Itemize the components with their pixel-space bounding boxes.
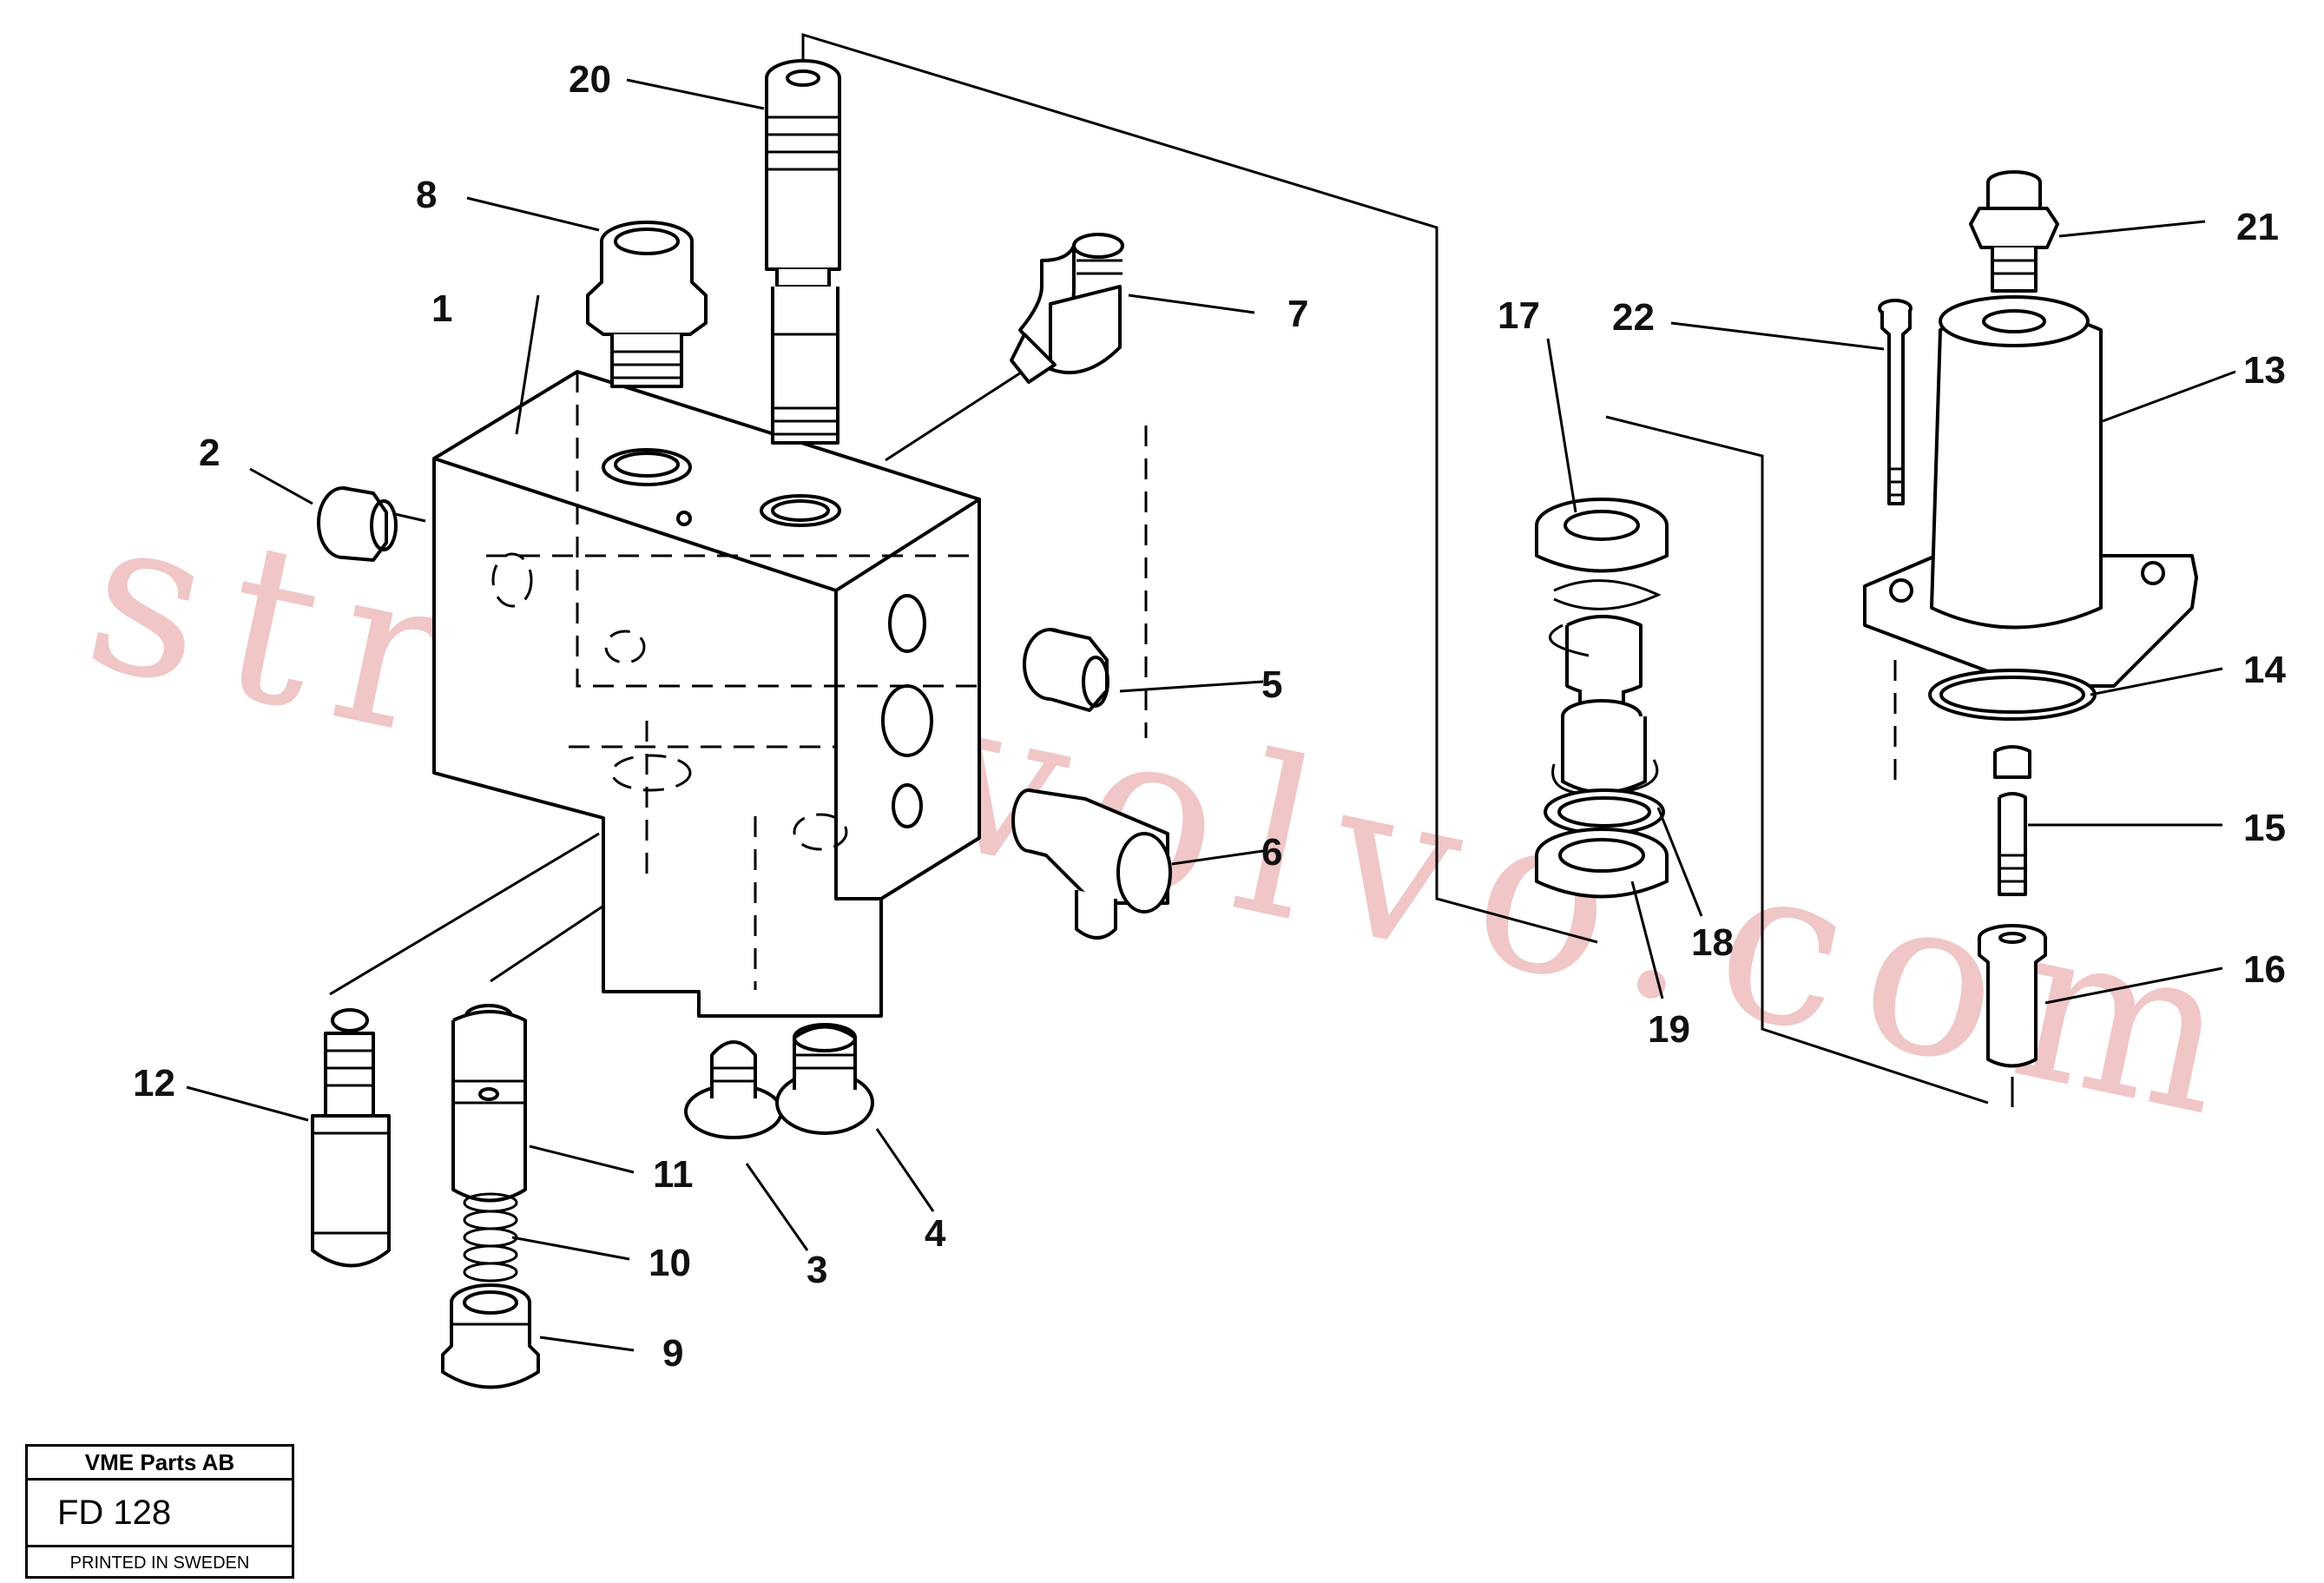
valve-block <box>432 370 981 1018</box>
callout-3: 3 <box>806 1249 827 1291</box>
callout-4: 4 <box>925 1212 946 1255</box>
callout-5: 5 <box>1261 663 1282 706</box>
seal-19 <box>1535 828 1669 899</box>
callout-10: 10 <box>648 1242 691 1284</box>
screw-22 <box>1878 299 1913 505</box>
callout-17: 17 <box>1498 294 1540 337</box>
sleeve-16 <box>1978 924 2047 1068</box>
callout-14: 14 <box>2243 649 2286 691</box>
callout-19: 19 <box>1648 1008 1690 1051</box>
o-ring-14 <box>1928 669 2097 721</box>
pin-15 <box>1993 745 2031 896</box>
callout-21: 21 <box>2236 206 2279 248</box>
spool-assembly <box>1549 579 1662 796</box>
callout-15: 15 <box>2243 807 2286 849</box>
callout-22: 22 <box>1612 296 1655 339</box>
printed-note: PRINTED IN SWEDEN <box>69 1553 250 1573</box>
callout-20: 20 <box>569 58 611 101</box>
callout-9: 9 <box>662 1332 683 1375</box>
housing-13 <box>1863 295 2198 688</box>
callout-6: 6 <box>1261 831 1282 874</box>
plug-5 <box>1023 628 1109 712</box>
callout-11: 11 <box>653 1153 694 1196</box>
callout-13: 13 <box>2243 349 2286 392</box>
callout-18: 18 <box>1691 921 1734 964</box>
ring-18 <box>1544 788 1665 835</box>
plug-9 <box>441 1283 540 1389</box>
callout-labels: 1 2 3 4 5 6 7 8 9 10 11 12 13 14 15 16 1… <box>133 58 2286 1375</box>
drawing-code: FD 128 <box>28 1481 292 1547</box>
callout-16: 16 <box>2243 948 2286 991</box>
plug-4 <box>775 1023 874 1135</box>
elbow-fitting-7 <box>1010 233 1124 384</box>
spool-11 <box>451 1004 527 1203</box>
elbow-fitting-6 <box>1011 788 1172 940</box>
callout-7: 7 <box>1287 293 1308 335</box>
solenoid-cartridge-20 <box>765 59 841 445</box>
plug-3 <box>684 1040 783 1139</box>
callout-12: 12 <box>133 1062 175 1105</box>
fitting-8 <box>586 221 708 388</box>
plug-2 <box>317 486 426 562</box>
cartridge-valve-12 <box>311 1008 391 1268</box>
callout-1: 1 <box>431 287 452 330</box>
callout-leaders <box>186 78 2236 1352</box>
spring-10 <box>463 1192 518 1283</box>
company-name: VME Parts AB <box>28 1447 292 1481</box>
connector-lines <box>329 32 2014 1107</box>
callout-2: 2 <box>199 432 220 474</box>
callout-8: 8 <box>416 174 437 216</box>
fitting-21 <box>1969 170 2059 293</box>
seal-17 <box>1535 498 1669 573</box>
title-block: VME Parts AB FD 128 PRINTED IN SWEDEN <box>25 1444 294 1579</box>
